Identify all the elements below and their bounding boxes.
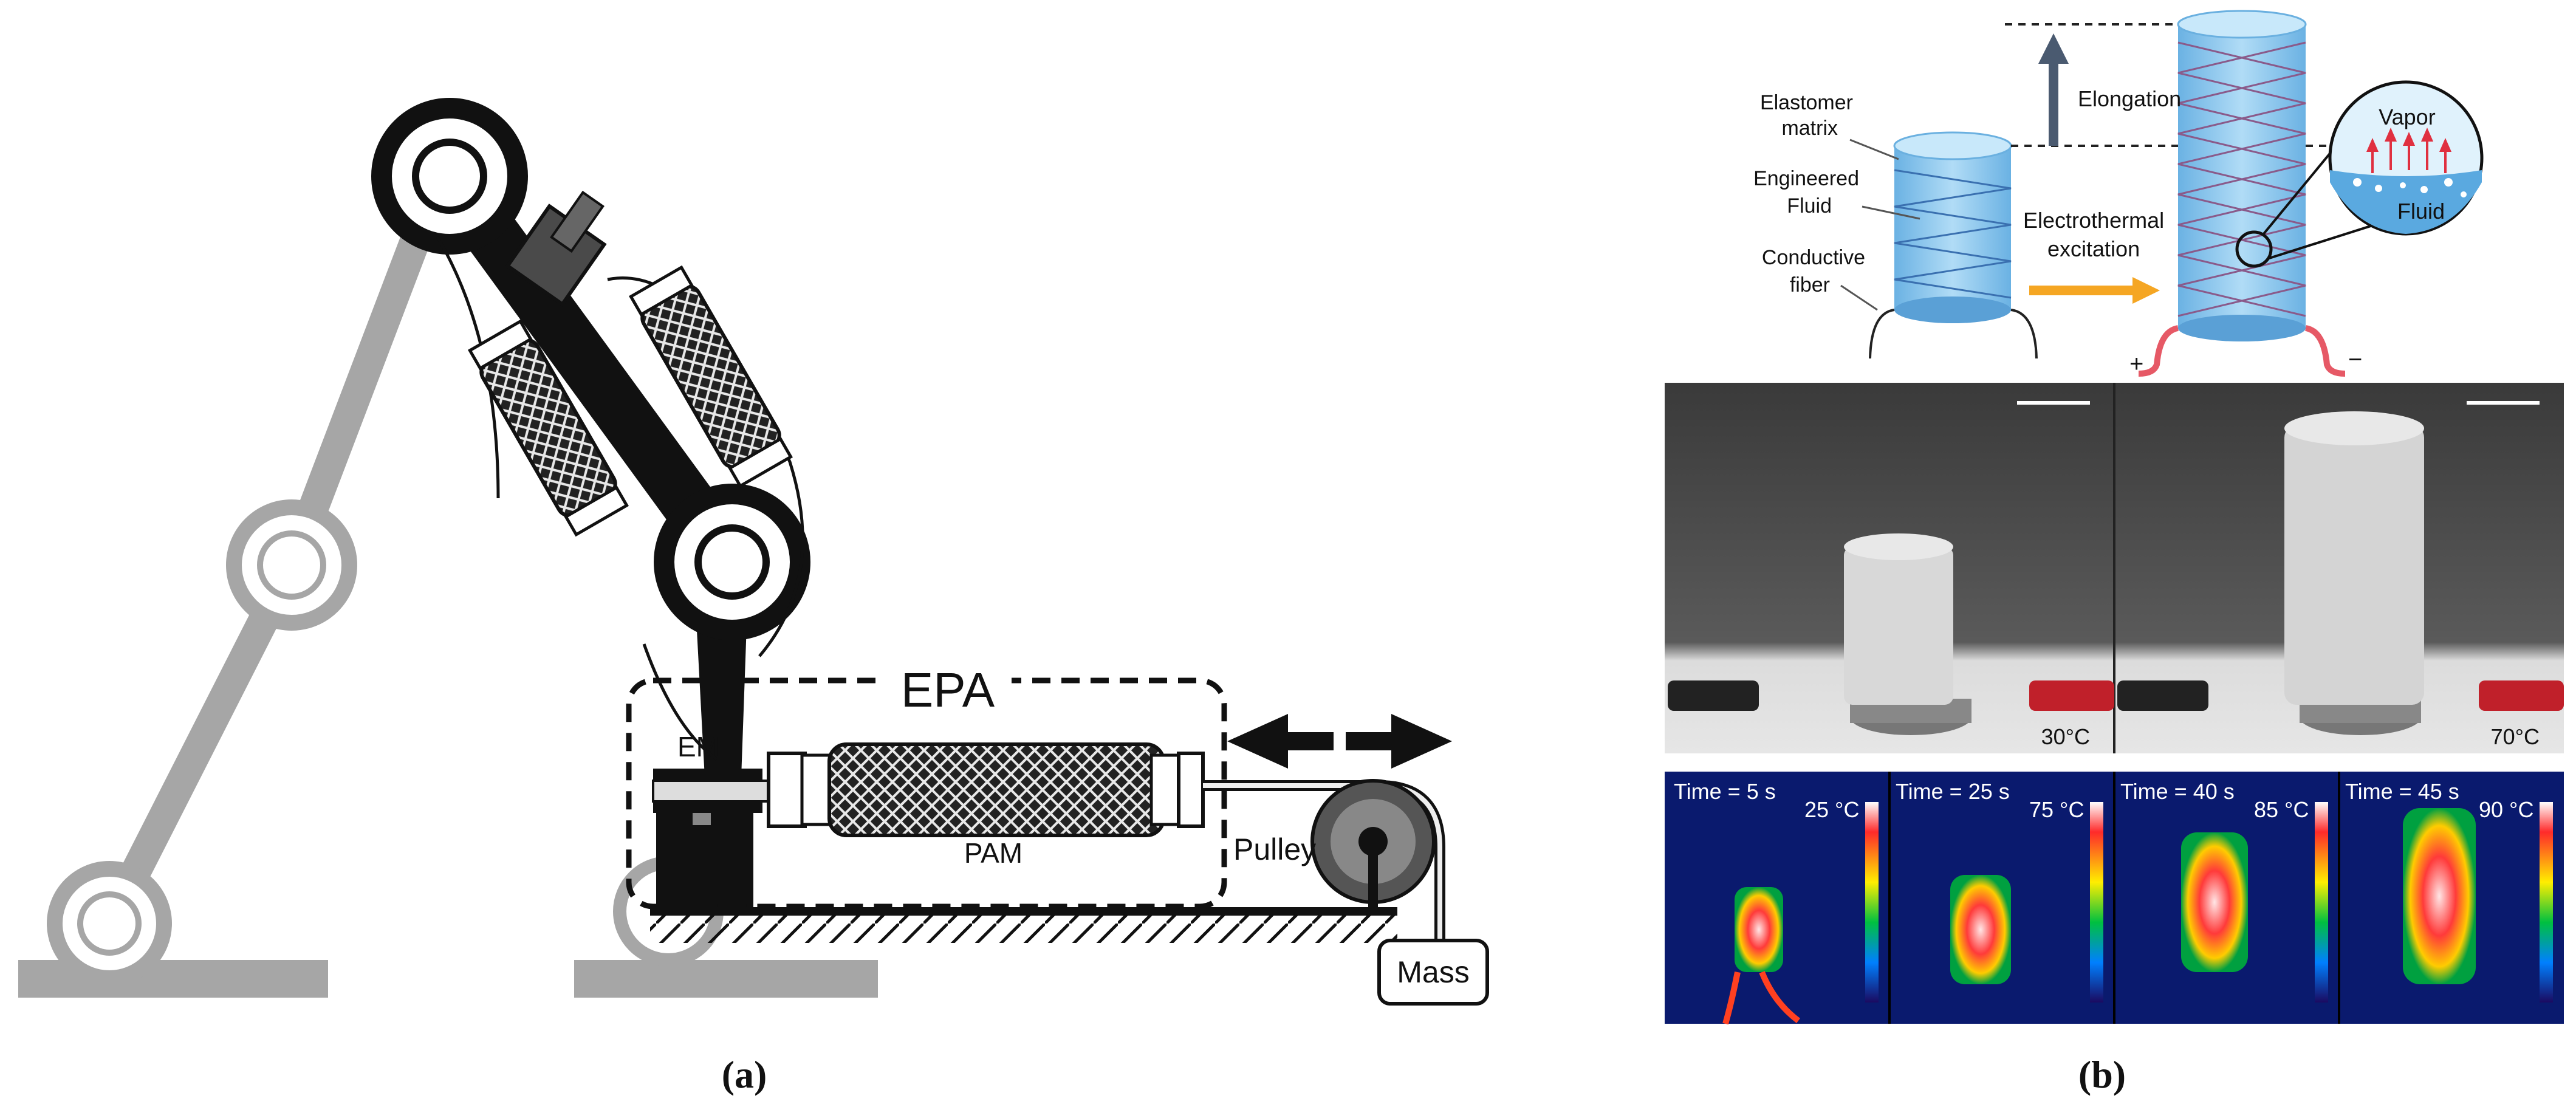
caption-a: (a) xyxy=(722,1053,767,1096)
mass-label: Mass xyxy=(1397,955,1469,989)
caption-b: (b) xyxy=(2078,1053,2126,1096)
temp-left: 30°C xyxy=(2041,724,2090,749)
epa-label: EPA xyxy=(901,663,995,717)
vapor-label: Vapor xyxy=(2379,105,2435,129)
elastomer-label-1: Elastomer xyxy=(1760,91,1853,114)
thermal-time-1: Time = 5 s xyxy=(1674,779,1776,804)
fiber-label-2: fiber xyxy=(1790,273,1830,296)
panel-a: EPA EM PAM Pulley xyxy=(18,98,1489,1096)
pam-actuator xyxy=(767,742,1205,837)
thermal-row: Time = 5 s 25 °C Time = 25 s 75 °C Time … xyxy=(1665,772,2564,1025)
elongation-label: Elongation xyxy=(2078,86,2181,111)
pulley xyxy=(1310,779,1436,908)
thermal-time-2: Time = 25 s xyxy=(1896,779,2010,804)
arm-muscle-right xyxy=(629,265,793,488)
pam-label: PAM xyxy=(964,837,1023,869)
thermal-temp-3: 85 °C xyxy=(2254,797,2309,822)
excitation-label-1: Electrothermal xyxy=(2023,208,2164,233)
schematic: Elongation Electrothermal excitation Ela… xyxy=(1753,10,2484,377)
minus-sign: − xyxy=(2348,346,2362,373)
fluid-label-2: Fluid xyxy=(1787,194,1832,218)
mass-box xyxy=(1377,939,1489,1006)
thermal-time-4: Time = 45 s xyxy=(2345,779,2459,804)
elastomer-label-2: matrix xyxy=(1781,117,1838,140)
thermal-time-3: Time = 40 s xyxy=(2120,779,2235,804)
pulley-label: Pulley xyxy=(1233,832,1316,866)
em-label: EM xyxy=(677,731,719,763)
thermal-temp-1: 25 °C xyxy=(1804,797,1859,822)
thermal-temp-4: 90 °C xyxy=(2479,797,2533,822)
fluid-zoom-label: Fluid xyxy=(2397,199,2445,224)
plus-sign: + xyxy=(2129,351,2143,377)
fluid-label-1: Engineered xyxy=(1753,167,1859,190)
arm-muscle-left xyxy=(468,319,629,537)
double-arrow xyxy=(1227,714,1452,769)
panel-b: Elongation Electrothermal excitation Ela… xyxy=(1665,10,2564,1096)
temp-right: 70°C xyxy=(2491,724,2540,749)
photo-row: 30°C 70°C xyxy=(1665,383,2564,753)
thermal-temp-2: 75 °C xyxy=(2029,797,2084,822)
fiber-label-1: Conductive xyxy=(1762,246,1865,269)
excitation-label-2: excitation xyxy=(2047,236,2140,261)
